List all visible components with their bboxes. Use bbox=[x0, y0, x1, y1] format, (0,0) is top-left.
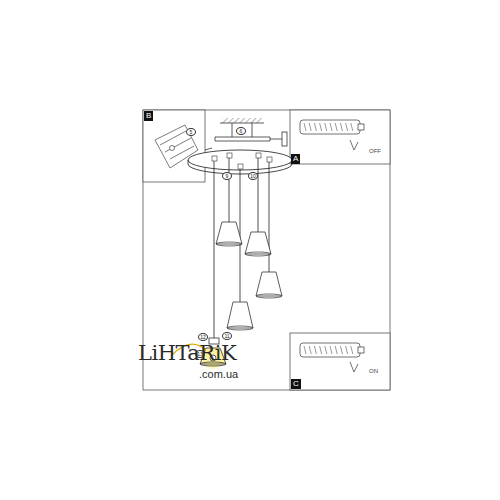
terminal-stroke bbox=[346, 346, 348, 354]
callout-number: 12 bbox=[198, 333, 208, 341]
callout-number: 6 bbox=[236, 127, 246, 135]
terminal-stroke bbox=[314, 346, 316, 354]
panel-letter: A bbox=[291, 154, 300, 164]
terminal-stroke bbox=[340, 346, 342, 354]
terminal-stroke bbox=[351, 346, 353, 354]
terminal-stroke bbox=[346, 123, 348, 131]
terminal-stroke bbox=[325, 346, 327, 354]
terminal-stroke bbox=[335, 123, 337, 131]
terminal-stroke bbox=[330, 346, 332, 354]
terminal-stroke bbox=[304, 123, 306, 131]
callout-number: 10 bbox=[248, 172, 258, 180]
terminal-stroke bbox=[304, 346, 306, 354]
terminal-stroke bbox=[320, 123, 322, 131]
watermark: LiHTaRiK bbox=[138, 343, 236, 364]
terminal-stroke bbox=[309, 346, 311, 354]
switch-state: OFF bbox=[368, 148, 382, 154]
terminal-stroke bbox=[314, 123, 316, 131]
callout-number: 5 bbox=[186, 128, 196, 136]
terminal-stroke bbox=[320, 346, 322, 354]
panel-letter: B bbox=[144, 111, 153, 121]
callout-number: 11 bbox=[222, 332, 232, 340]
terminal-stroke bbox=[330, 123, 332, 131]
watermark: .com.ua bbox=[199, 369, 238, 380]
terminal-stroke bbox=[309, 123, 311, 131]
panel-letter: C bbox=[291, 379, 301, 389]
callout-number: 9 bbox=[222, 172, 232, 180]
switch-state: ON bbox=[368, 368, 379, 374]
terminal-stroke bbox=[335, 346, 337, 354]
terminal-stroke bbox=[340, 123, 342, 131]
terminal-stroke bbox=[325, 123, 327, 131]
terminal-stroke bbox=[351, 123, 353, 131]
